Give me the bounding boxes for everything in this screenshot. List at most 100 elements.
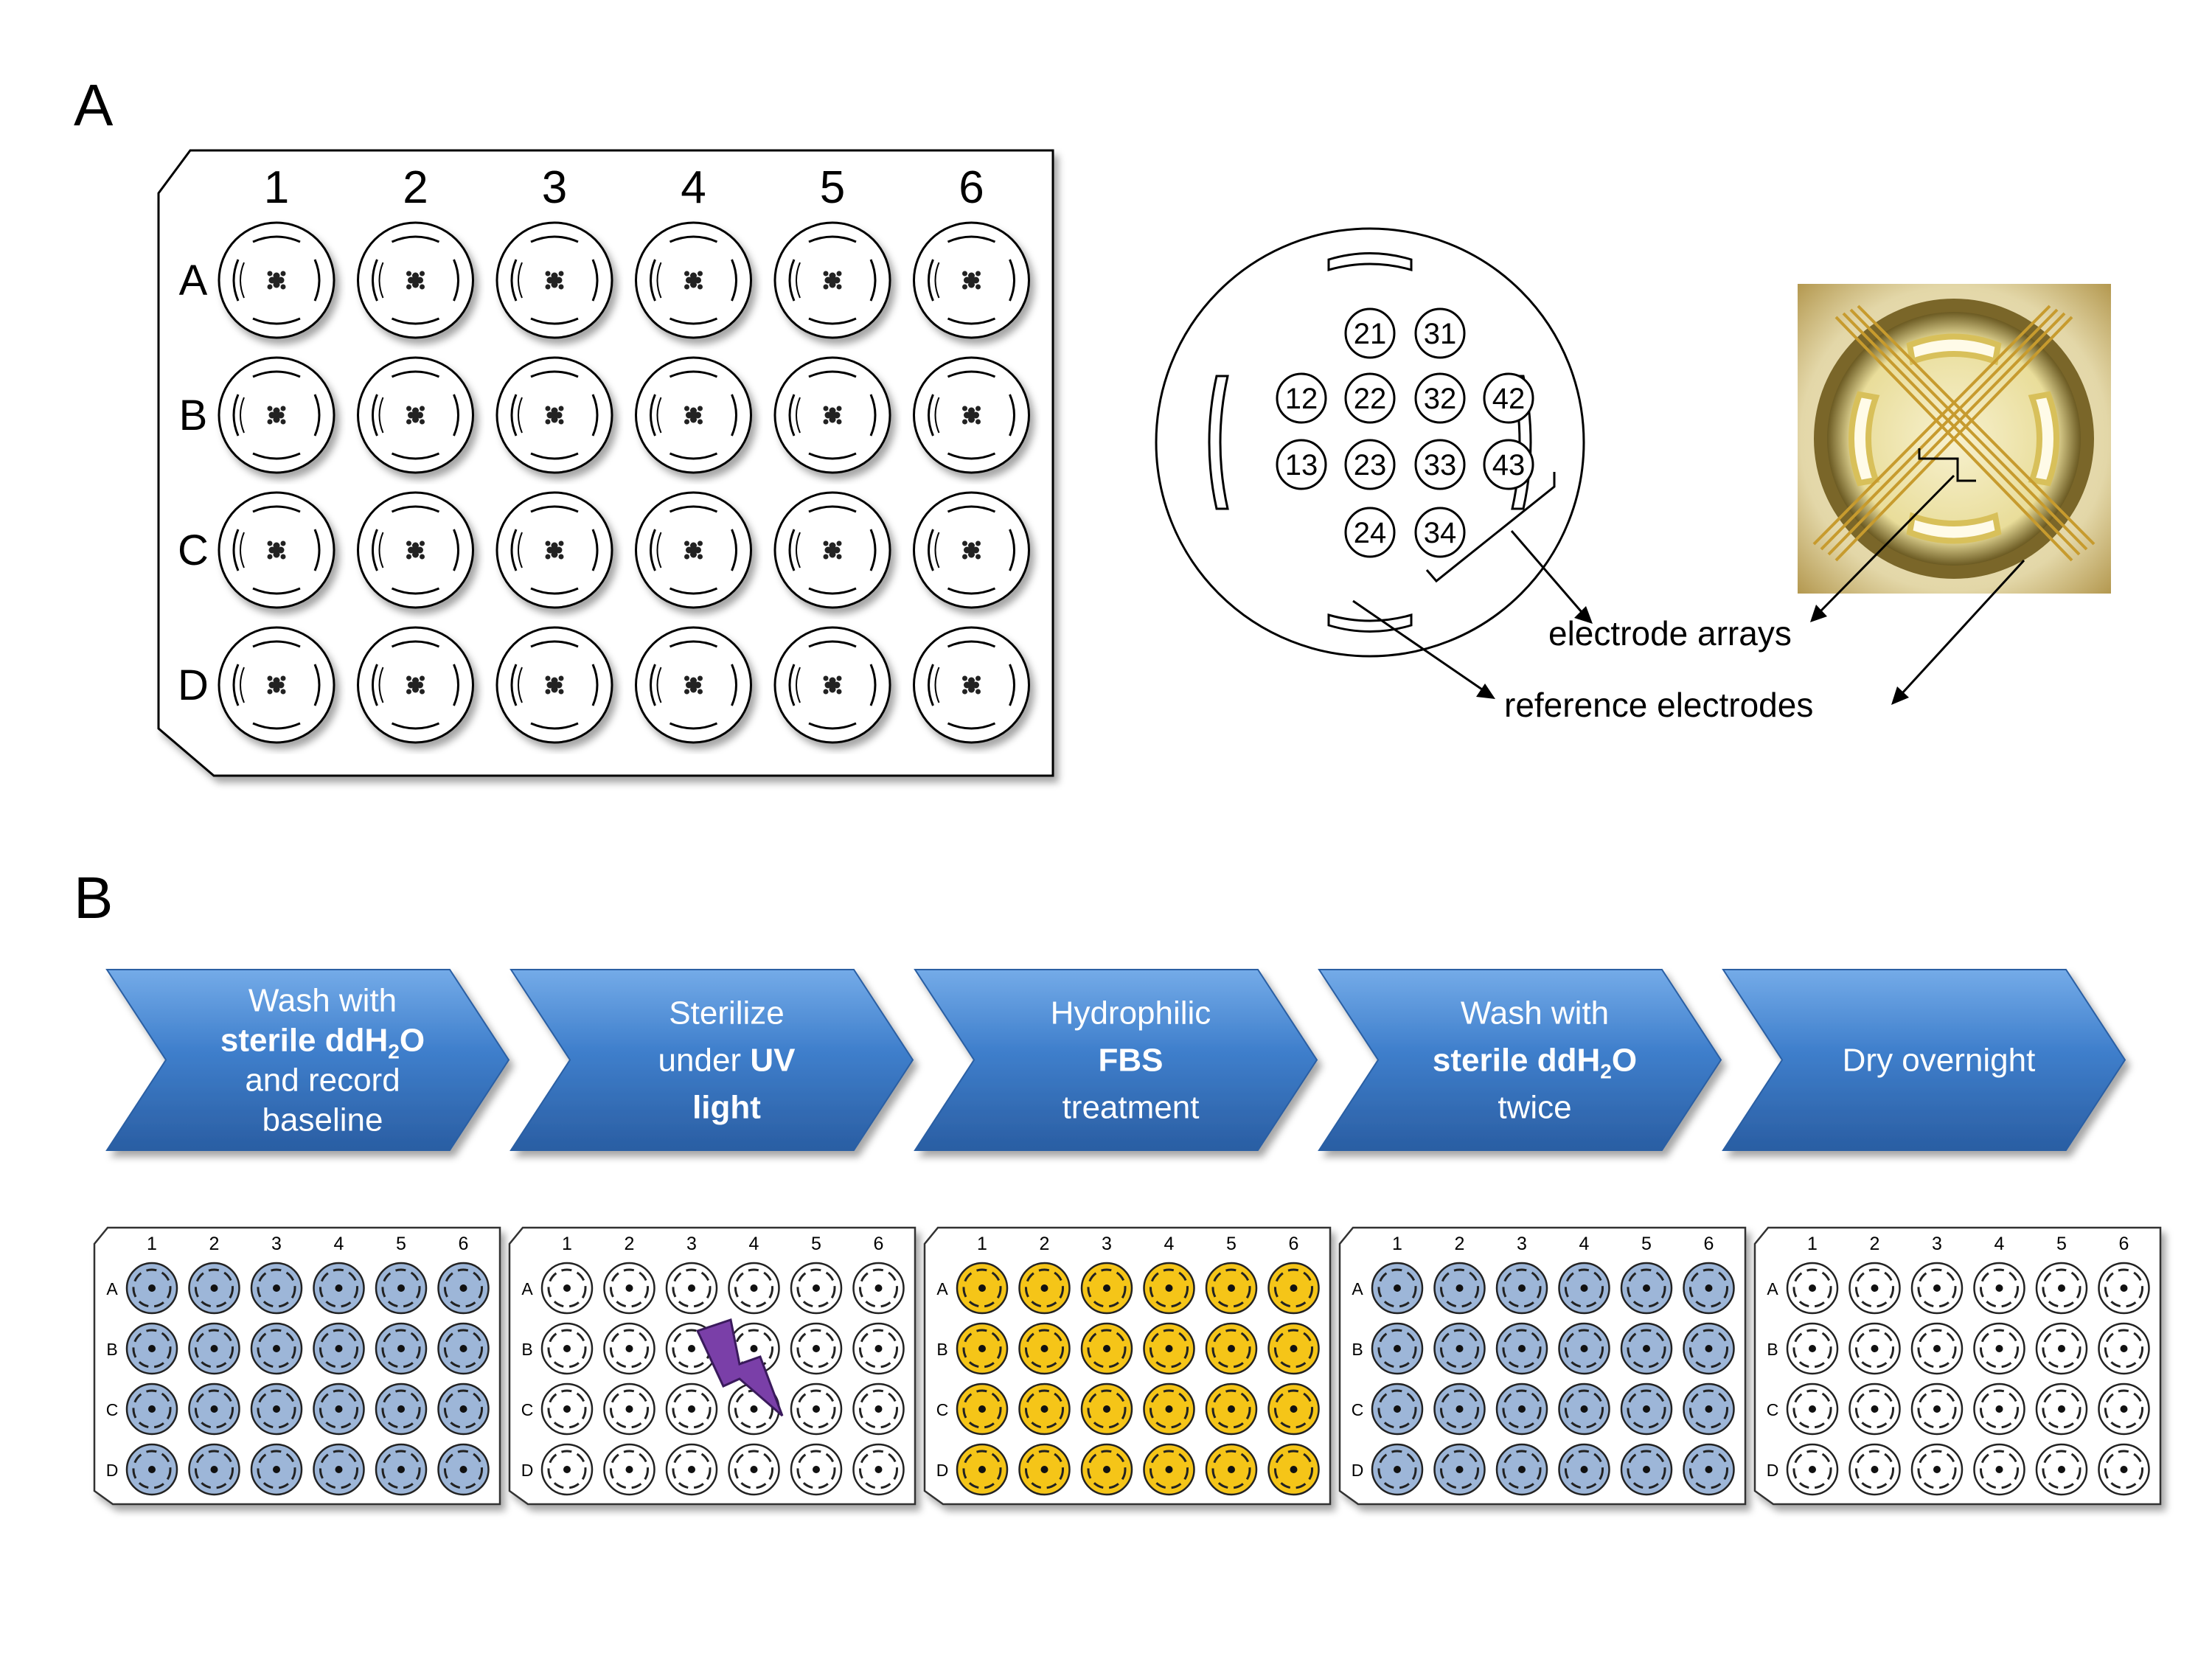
electrode: 21 [1344, 307, 1396, 359]
step-text: sterile ddH2O [220, 1023, 425, 1063]
reference-electrode-left [1208, 375, 1229, 510]
well [913, 221, 1030, 339]
mini-column-label: 3 [1517, 1234, 1527, 1254]
mini-well [1910, 1382, 1964, 1436]
row-label: C [178, 526, 209, 574]
mini-well [665, 1443, 718, 1496]
mini-well [250, 1382, 303, 1436]
mini-well [1973, 1262, 2025, 1315]
electrode-number: 13 [1285, 449, 1318, 481]
mini-row-label: A [106, 1279, 118, 1298]
electrode-arrays-label: electrode arrays [1548, 614, 1792, 653]
electrode: 43 [1483, 439, 1534, 490]
electrode: 13 [1276, 439, 1327, 490]
photo-ref-electrode-right [2028, 391, 2059, 487]
mini-column-label: 4 [1994, 1234, 2005, 1254]
mini-well [313, 1382, 365, 1436]
mini-well [1683, 1322, 1735, 1375]
step-text: FBS [1099, 1043, 1164, 1079]
mini-well [437, 1443, 490, 1496]
panel-a-label: A [74, 72, 114, 138]
mini-row-label: C [1767, 1400, 1779, 1419]
well [357, 626, 474, 744]
step-text: Wash with [1461, 995, 1609, 1032]
mini-well [852, 1262, 905, 1315]
mini-well [375, 1322, 428, 1375]
mini-row-label: C [521, 1400, 534, 1419]
column-label: 5 [820, 162, 845, 213]
reference-electrodes-label: reference electrodes [1504, 686, 1813, 724]
mini-well [2098, 1322, 2150, 1375]
mini-well [250, 1443, 303, 1496]
electrode: 32 [1414, 372, 1466, 424]
mini-row-label: D [106, 1461, 119, 1480]
mini-row-label: C [936, 1400, 949, 1419]
mini-well [790, 1382, 843, 1436]
mini-well [790, 1262, 843, 1315]
photo-ref-electrode-bottom [1906, 512, 2002, 544]
mini-well [956, 1443, 1009, 1496]
well [218, 491, 335, 609]
electrode: 33 [1414, 439, 1466, 490]
mini-well [540, 1262, 594, 1315]
electrode-number: 33 [1424, 449, 1457, 481]
mini-well [1786, 1443, 1839, 1496]
mini-well [1910, 1262, 1964, 1315]
column-label: 3 [542, 162, 567, 213]
mini-well [2098, 1382, 2150, 1436]
mini-well [1205, 1262, 1258, 1315]
mini-well [1683, 1443, 1735, 1496]
mini-well [313, 1322, 365, 1375]
electrode-number: 42 [1492, 383, 1526, 415]
mini-well [1143, 1262, 1195, 1315]
mini-well [125, 1443, 178, 1496]
mini-well [1848, 1382, 1901, 1436]
photo-array-bracket [1918, 448, 1976, 482]
mini-well [1143, 1322, 1195, 1375]
well [635, 221, 752, 339]
mini-well [1683, 1382, 1735, 1436]
mini-column-label: 6 [1704, 1234, 1714, 1254]
mini-well [1371, 1382, 1424, 1436]
electrode-number: 32 [1424, 383, 1457, 415]
photo-ref-electrode-left [1848, 391, 1880, 487]
mini-well [540, 1322, 594, 1375]
mini-well [1973, 1382, 2025, 1436]
mini-well [1495, 1322, 1548, 1375]
panel-b-label: B [74, 865, 113, 931]
mini-column-label: 5 [811, 1234, 821, 1254]
mini-well [1786, 1382, 1839, 1436]
mini-well [313, 1262, 365, 1315]
mini-row-label: D [1352, 1461, 1364, 1480]
mini-well [790, 1322, 843, 1375]
step-text: and record [245, 1062, 400, 1099]
mini-well [665, 1262, 718, 1315]
mini-well [1267, 1322, 1320, 1375]
mini-column-label: 1 [147, 1234, 157, 1254]
step-text: Wash with [248, 983, 397, 1019]
mini-well [1620, 1322, 1673, 1375]
mini-column-label: 3 [1932, 1234, 1942, 1254]
mini-well [603, 1382, 655, 1436]
mini-well [1848, 1322, 1901, 1375]
mini-well [1558, 1443, 1610, 1496]
well [773, 356, 891, 474]
electrode-number: 43 [1492, 449, 1526, 481]
mini-well [1080, 1322, 1133, 1375]
row-label: B [179, 392, 208, 439]
mini-well [1558, 1262, 1610, 1315]
mini-column-label: 5 [2056, 1234, 2067, 1254]
mini-well [1267, 1382, 1320, 1436]
mini-well [2035, 1262, 2088, 1315]
well [773, 221, 891, 339]
well [218, 356, 335, 474]
mini-well [1143, 1382, 1195, 1436]
mini-row-label: B [521, 1340, 532, 1359]
